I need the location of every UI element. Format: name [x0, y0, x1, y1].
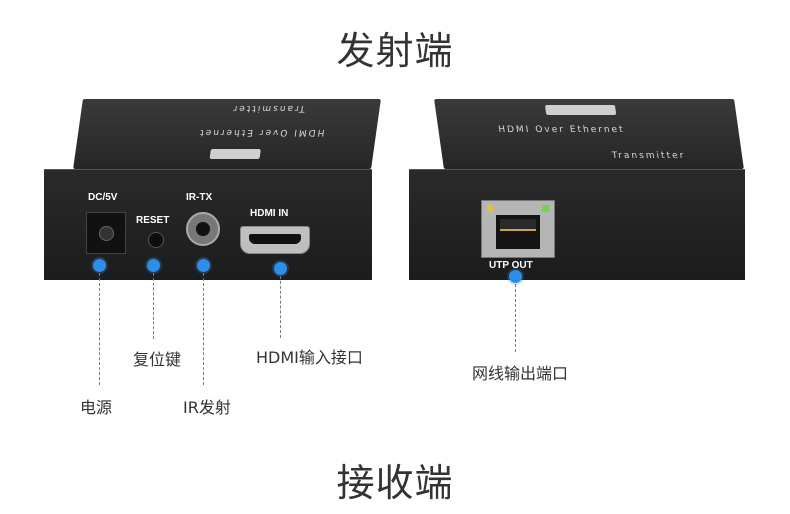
power-marker — [93, 259, 106, 272]
reset-marker — [147, 259, 160, 272]
left-device-top: HDMI Over Ethernet Transmitter — [73, 99, 381, 169]
right-hdmi-logo — [544, 105, 617, 115]
page-title-bottom: 接收端 — [336, 461, 454, 505]
network-callout: 网线输出端口 — [472, 364, 569, 383]
right-device-top: HDMI Over Ethernet Transmitter — [434, 99, 744, 169]
reset-leader — [153, 273, 154, 339]
rj45-port — [481, 200, 555, 258]
left-top-text-2: Transmitter — [230, 103, 306, 113]
reset-label: RESET — [136, 215, 170, 226]
utp-label: UTP OUT — [489, 260, 533, 271]
ir-jack — [186, 212, 220, 246]
utp-leader — [515, 284, 516, 352]
left-device: HDMI Over Ethernet Transmitter DC/5V RES… — [40, 95, 381, 285]
left-hdmi-logo — [209, 149, 261, 159]
ir-label: IR-TX — [186, 192, 213, 203]
hdmi-leader — [280, 276, 281, 338]
reset-callout: 复位键 — [133, 350, 182, 369]
right-device-front: UTP OUT — [409, 169, 745, 280]
ir-leader — [203, 273, 204, 385]
reset-button-hole — [148, 232, 164, 248]
left-top-text-1: HDMI Over Ethernet — [197, 127, 326, 137]
ir-callout: IR发射 — [183, 398, 231, 417]
utp-marker — [509, 270, 522, 283]
page-title-top: 发射端 — [336, 29, 454, 73]
hdmi-port — [240, 226, 310, 254]
right-top-text-1: HDMI Over Ethernet — [497, 125, 626, 135]
power-callout: 电源 — [80, 398, 113, 417]
power-leader — [99, 273, 100, 385]
dc-label: DC/5V — [88, 192, 118, 203]
hdmi-callout: HDMI输入接口 — [256, 348, 363, 367]
ir-marker — [197, 259, 210, 272]
hdmi-marker — [274, 262, 287, 275]
right-device: HDMI Over Ethernet Transmitter UTP OUT — [405, 95, 755, 285]
hdmi-label: HDMI IN — [250, 208, 289, 219]
right-top-text-2: Transmitter — [611, 151, 687, 161]
dc-jack — [86, 212, 126, 254]
